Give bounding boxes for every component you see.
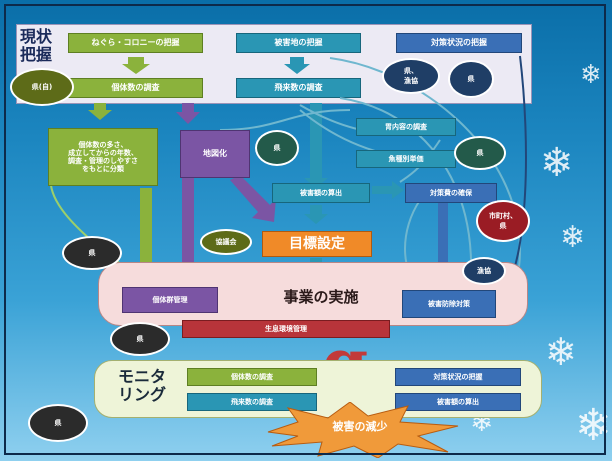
monitor-flying-box: 飛来数の調査 xyxy=(187,393,317,411)
classification-box: 個体数の多さ、 成立してからの年数、 調査・管理のしやすさ をもとに分類 xyxy=(48,128,158,186)
damage-area-box: 被害地の把握 xyxy=(236,33,361,53)
section-label-monitoring: モニタ リング xyxy=(118,367,167,404)
actor-oval: 県、 漁協 xyxy=(382,58,440,94)
habitat-management-box: 生息環境管理 xyxy=(182,320,390,338)
connector-line xyxy=(399,139,441,183)
group-management-box: 個体群管理 xyxy=(122,287,218,313)
snowflake-icon: ❄ xyxy=(540,140,574,186)
flying-count-survey-box: 飛来数の調査 xyxy=(236,78,361,98)
result-burst-shape xyxy=(267,402,459,458)
snowflake-icon: ❄ xyxy=(545,330,577,374)
blue-arrow xyxy=(432,202,454,284)
connector-line xyxy=(219,109,351,131)
nest-colony-box: ねぐら・コロニーの把握 xyxy=(68,33,203,53)
damage-prevention-box: 被害防除対策 xyxy=(402,290,496,318)
section-label-implementation: 事業の実施 xyxy=(283,288,359,306)
monitor-population-box: 個体数の調査 xyxy=(187,368,317,386)
slide-frame xyxy=(4,4,606,455)
actor-oval: 県 xyxy=(62,236,122,270)
actor-oval: 市町村、 県 xyxy=(476,200,530,242)
actor-oval: 協議会 xyxy=(200,229,252,255)
green-arrow xyxy=(88,57,158,280)
purple-arrow xyxy=(176,103,276,280)
monitor-status-box: 対策状況の把握 xyxy=(395,368,521,386)
actor-oval: 県(自) xyxy=(10,68,74,106)
actor-oval: 県 xyxy=(110,322,170,356)
section-label-current: 現状 把握 xyxy=(20,27,53,64)
snowflake-icon: ❄ xyxy=(580,60,602,90)
damage-calc-box: 被害額の算出 xyxy=(272,183,370,203)
snowflake-icon: ❄ xyxy=(560,220,586,255)
actor-oval: 県 xyxy=(454,136,506,170)
stomach-survey-box: 胃内容の調査 xyxy=(356,118,456,136)
measure-secure-box: 対策費の確保 xyxy=(405,183,497,203)
countermeasure-status-box: 対策状況の把握 xyxy=(396,33,522,53)
mapping-box: 地図化 xyxy=(180,130,250,178)
result-burst-label: 被害の減少 xyxy=(332,420,388,433)
actor-oval: 県 xyxy=(255,130,299,166)
actor-oval: 県 xyxy=(28,404,88,442)
actor-oval: 漁協 xyxy=(462,257,506,285)
monitor-damage-box: 被害額の算出 xyxy=(395,393,521,411)
goal-setting-box: 目標設定 xyxy=(262,231,372,257)
actor-oval: 県 xyxy=(448,60,494,98)
